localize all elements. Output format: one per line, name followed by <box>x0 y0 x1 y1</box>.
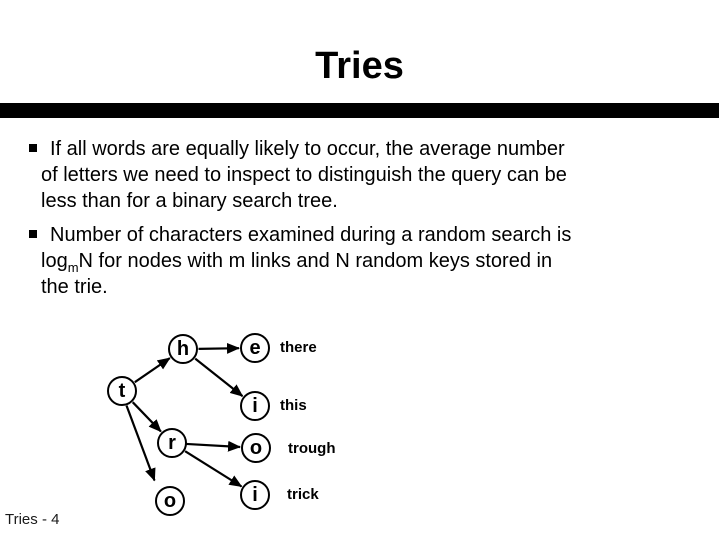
bullet2-line1: Number of characters examined during a r… <box>50 224 572 246</box>
trie-node-r: r <box>157 428 187 458</box>
log-subscript: m <box>67 260 79 275</box>
word-this: this <box>280 397 307 414</box>
bullet-item-2: Number of characters examined during a r… <box>29 222 706 300</box>
node-letter: o <box>163 489 177 512</box>
node-letter: h <box>176 337 190 360</box>
slide-footer-page-label: Tries - 4 <box>5 511 60 528</box>
trie-node-e: e <box>240 333 270 363</box>
log-rest: N for nodes with m links and N random ke… <box>78 250 553 272</box>
edge-r-i <box>184 450 243 488</box>
edge-h-e <box>198 342 240 354</box>
node-letter: t <box>118 379 126 402</box>
title-divider-bar <box>0 103 719 118</box>
node-letter: i <box>252 483 258 506</box>
word-trough: trough <box>288 440 336 457</box>
edge-r-o <box>183 440 241 452</box>
edge-h-i <box>194 357 244 397</box>
node-letter: o <box>249 436 263 459</box>
trie-node-t: t <box>107 376 137 406</box>
node-letter: i <box>252 394 258 417</box>
bullet-square-icon <box>29 144 37 152</box>
word-there: there <box>280 339 317 356</box>
trie-node-o-bottom: o <box>155 486 185 516</box>
bullet-list: If all words are equally likely to occur… <box>29 136 706 308</box>
bullet-item-1: If all words are equally likely to occur… <box>29 136 706 214</box>
node-letter: e <box>249 336 261 359</box>
bullet2-line3: the trie. <box>41 276 108 298</box>
node-letter: r <box>168 431 176 454</box>
trie-node-i-this: i <box>240 391 270 421</box>
bullet-square-icon <box>29 230 37 238</box>
edge-t-h <box>134 357 171 384</box>
page-title: Tries <box>315 45 404 87</box>
edge-t-r <box>131 401 162 433</box>
trie-node-h: h <box>168 334 198 364</box>
word-trick: trick <box>287 486 319 503</box>
bullet1-line1: If all words are equally likely to occur… <box>50 138 565 160</box>
log-prefix: log <box>41 250 68 272</box>
bullet1-line2: of letters we need to inspect to disting… <box>41 164 567 186</box>
trie-node-i-trick: i <box>240 480 270 510</box>
trie-node-o-trough: o <box>241 433 271 463</box>
edge-t-o <box>125 405 156 482</box>
bullet1-line3: less than for a binary search tree. <box>41 190 338 212</box>
bullet2-line2: logmN for nodes with m links and N rando… <box>41 248 706 274</box>
